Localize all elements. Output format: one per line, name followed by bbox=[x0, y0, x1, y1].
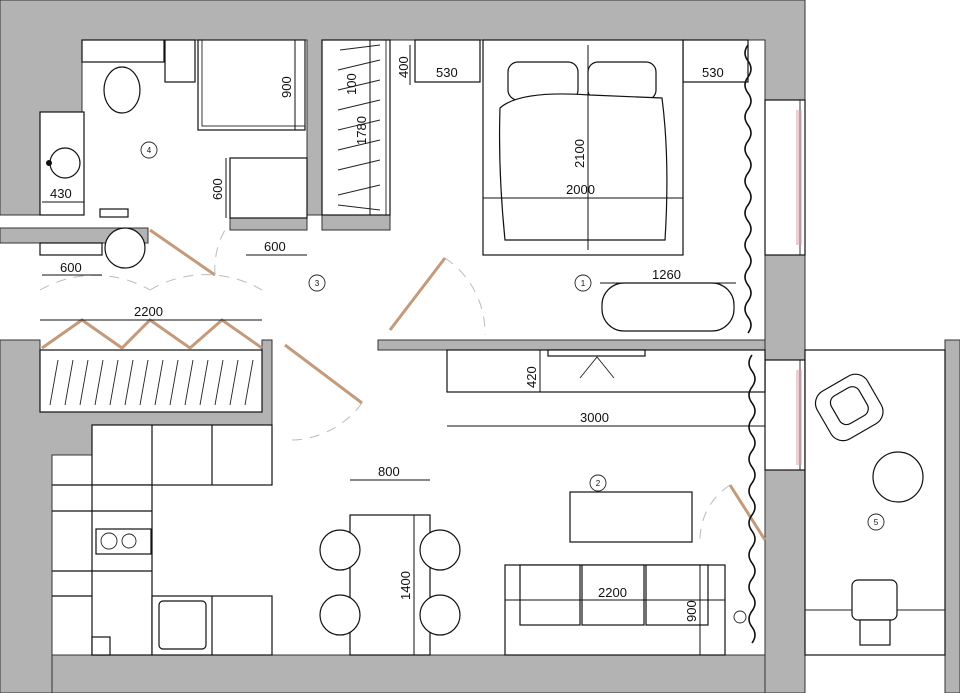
kitchen bbox=[52, 424, 273, 656]
dim-washer-width: 600 bbox=[264, 239, 286, 254]
room-number-4: 4 bbox=[147, 146, 152, 155]
living-room: 2 bbox=[319, 349, 766, 656]
nightstand-right bbox=[682, 39, 749, 83]
dimension-lines bbox=[40, 40, 765, 655]
desk-chair bbox=[851, 579, 898, 646]
dim-tv-unit-depth: 420 bbox=[524, 366, 539, 388]
room-number-5: 5 bbox=[874, 518, 879, 527]
hallway: 3 bbox=[39, 274, 326, 413]
cooktop bbox=[95, 528, 152, 555]
dim-sink-width: 430 bbox=[50, 186, 72, 201]
room-number-3: 3 bbox=[315, 279, 320, 288]
dim-shower-width: 900 bbox=[279, 76, 294, 98]
bedroom: 1 bbox=[414, 39, 752, 334]
dining-chairs bbox=[319, 529, 461, 636]
dim-entry-cabinet-width: 600 bbox=[60, 260, 82, 275]
dim-nightstand-left-depth: 400 bbox=[396, 56, 411, 78]
dim-sofa-width: 2200 bbox=[598, 585, 627, 600]
dim-hall-wardrobe-width: 2200 bbox=[134, 304, 163, 319]
dimension-labels: 400 530 530 900 100 1780 2100 2000 1260 … bbox=[50, 56, 724, 622]
kitchen-sink bbox=[158, 600, 207, 650]
dim-bed-width: 2000 bbox=[566, 182, 595, 197]
washer-cabinet bbox=[229, 157, 308, 219]
dim-nightstand-left-width: 530 bbox=[436, 65, 458, 80]
sink bbox=[49, 147, 81, 179]
bench bbox=[601, 282, 735, 332]
dim-dining-table-width: 800 bbox=[378, 464, 400, 479]
dim-nightstand-right-width: 530 bbox=[702, 65, 724, 80]
washing-machine bbox=[104, 227, 146, 269]
windows bbox=[764, 99, 806, 471]
dim-wardrobe-length: 1780 bbox=[354, 116, 369, 145]
dining-table bbox=[349, 514, 431, 656]
dim-dining-table-length: 1400 bbox=[398, 571, 413, 600]
curtain bbox=[744, 44, 752, 334]
coffee-table bbox=[569, 491, 693, 543]
dim-washer-depth: 600 bbox=[210, 178, 225, 200]
room-number-1: 1 bbox=[581, 279, 586, 288]
hall-wardrobe bbox=[39, 349, 263, 413]
armchair bbox=[814, 373, 884, 442]
balcony bbox=[804, 349, 946, 656]
wardrobe-bedroom bbox=[321, 39, 391, 216]
bathroom: 4 bbox=[39, 39, 308, 269]
dim-sofa-depth: 900 bbox=[684, 600, 699, 622]
toilet bbox=[103, 66, 141, 114]
dim-wardrobe-gap: 100 bbox=[344, 73, 359, 95]
dim-tv-unit-width: 3000 bbox=[580, 410, 609, 425]
dim-bench-width: 1260 bbox=[652, 267, 681, 282]
room-number-2: 2 bbox=[596, 479, 601, 488]
dim-bed-length: 2100 bbox=[572, 139, 587, 168]
round-table bbox=[872, 451, 924, 503]
